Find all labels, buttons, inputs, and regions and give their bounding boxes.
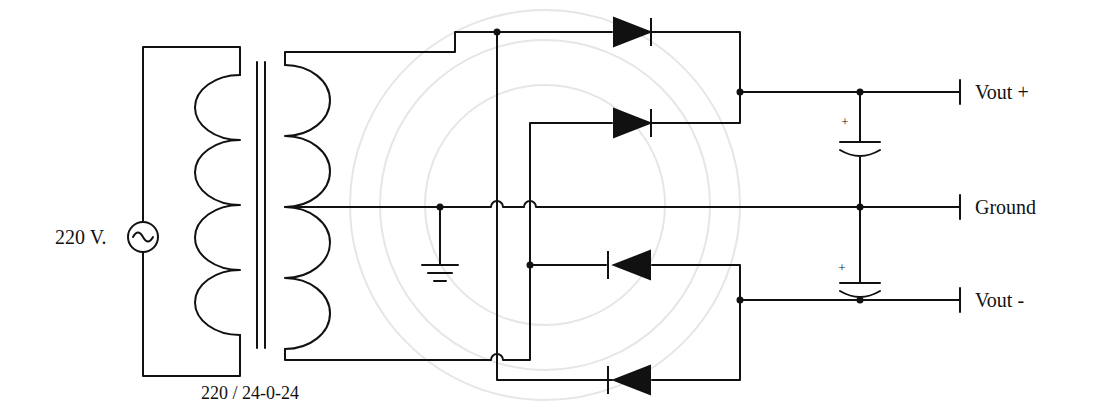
diode-symbol: [608, 251, 650, 279]
capacitor-top: [840, 92, 880, 207]
diode-wire: [530, 264, 606, 266]
terminal-label: Vout -: [975, 289, 1024, 312]
earth-symbol: [422, 265, 458, 281]
terminal-label: Vout +: [975, 81, 1029, 104]
positive-bus: [652, 32, 960, 123]
diode-symbol: [614, 18, 651, 46]
diode-symbol: [608, 366, 650, 394]
output-terminals: [959, 80, 961, 312]
primary-wire: [143, 47, 240, 376]
source-label: 220 V.: [55, 226, 107, 249]
transformer-rating: 220 / 24-0-24: [201, 383, 299, 404]
diodes: [608, 18, 651, 394]
transformer-core: [257, 62, 265, 348]
earth-wire: [439, 207, 441, 265]
capacitor-bottom: [840, 207, 880, 300]
junction-dots: [437, 29, 864, 304]
secondary-bottom-wire: [285, 123, 612, 360]
polarity-mark: +: [838, 261, 845, 276]
diode-symbol: [614, 109, 651, 137]
negative-bus: [652, 265, 960, 380]
terminal-label: Ground: [975, 196, 1036, 219]
watermark-seal: [350, 10, 740, 400]
primary-coil: [195, 75, 240, 335]
ac-source: [128, 222, 158, 252]
polarity-mark: +: [841, 115, 848, 130]
